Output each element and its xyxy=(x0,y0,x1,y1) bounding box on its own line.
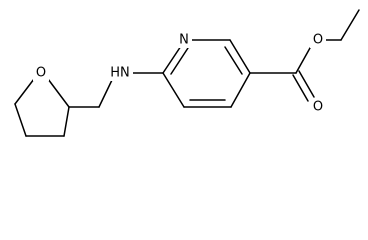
atom-label-oxygen-thf: O xyxy=(33,65,49,81)
pyridine-ring xyxy=(162,39,251,108)
atom-label-o-carbonyl-text: O xyxy=(313,100,323,115)
atom-label-o-thf-text: O xyxy=(36,66,46,81)
bond-carbonyl-double-right xyxy=(298,70,315,98)
bond-c2-c3-double xyxy=(224,46,243,75)
bond-c3-c4 xyxy=(230,72,251,108)
tetrahydrofuran-ring xyxy=(14,78,70,137)
atom-label-nitrogen-ring: N xyxy=(176,32,192,48)
bond-c6-n1-double xyxy=(170,47,189,75)
bond-c5-c6 xyxy=(162,72,185,108)
bond-thf-c2-o xyxy=(47,78,70,108)
bond-carbonyl-double-left xyxy=(292,74,309,102)
atom-label-o-ester-text: O xyxy=(313,33,323,48)
atom-label-hn-text: HN xyxy=(110,66,130,81)
chemical-structure: N O O HN O xyxy=(14,9,360,137)
bond-thf-c3-c2 xyxy=(63,106,70,137)
atom-label-amine: HN xyxy=(107,65,133,81)
amine-linker xyxy=(68,72,164,108)
bond-carbonyl-c-o xyxy=(295,47,311,74)
bond-nh-ch2 xyxy=(98,79,113,108)
atom-label-oxygen-ester: O xyxy=(310,32,326,48)
bond-thf-c5-c4 xyxy=(14,103,27,137)
bond-c2-c3 xyxy=(229,39,251,74)
bond-thf-o-c5 xyxy=(14,78,35,105)
atom-label-n-text: N xyxy=(179,33,189,48)
atom-label-oxygen-carbonyl: O xyxy=(310,99,326,115)
bond-ch2-ch3 xyxy=(340,9,360,41)
ethyl-ester-group xyxy=(249,9,360,102)
